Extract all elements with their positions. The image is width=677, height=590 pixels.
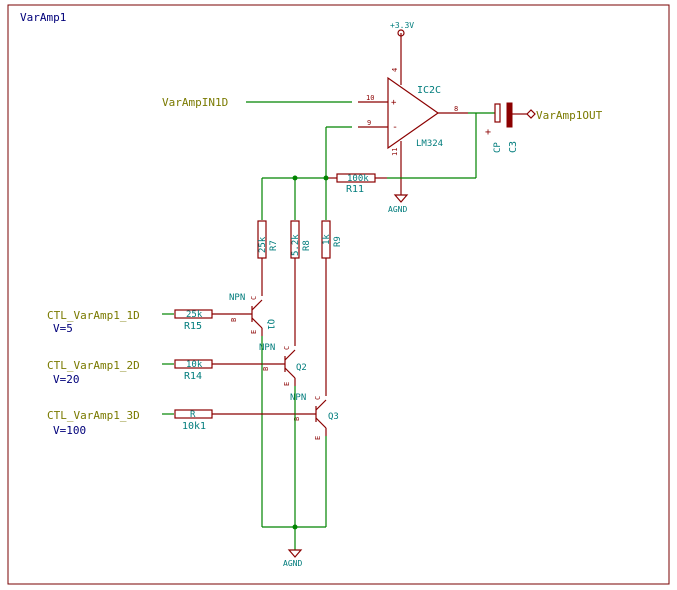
svg-text:C: C [283, 346, 291, 350]
svg-text:R7: R7 [269, 240, 279, 251]
svg-text:+: + [391, 98, 397, 108]
opamp-value: LM324 [416, 139, 443, 149]
agnd-symbol-bottom: AGND [283, 549, 302, 568]
svg-text:1k: 1k [322, 234, 332, 245]
svg-text:R11: R11 [346, 184, 364, 195]
svg-text:R14: R14 [184, 371, 202, 382]
agnd-symbol-top: AGND [388, 170, 409, 214]
svg-text:CTL_VarAmp1_3D: CTL_VarAmp1_3D [47, 409, 140, 422]
resistor-r14[interactable]: 10k R14 [174, 359, 262, 382]
svg-text:11: 11 [391, 148, 399, 156]
svg-text:10k: 10k [186, 360, 203, 370]
transistor-q2[interactable]: NPN Q2 B C E [259, 343, 307, 386]
svg-text:25k: 25k [258, 236, 268, 253]
svg-text:8: 8 [454, 105, 458, 113]
svg-text:B: B [230, 318, 238, 322]
label-varampin1d[interactable]: VarAmpIN1D [162, 96, 352, 109]
transistor-q1[interactable]: NPN Q1 B C E [229, 293, 275, 336]
resistor-r7[interactable]: 25k R7 [257, 220, 279, 259]
svg-text:NPN: NPN [259, 343, 275, 353]
svg-text:C3: C3 [508, 141, 519, 153]
svg-text:R8: R8 [302, 240, 312, 251]
svg-text:10: 10 [366, 94, 374, 102]
svg-text:Q2: Q2 [296, 363, 307, 373]
label-ctl3[interactable]: CTL_VarAmp1_3D [47, 409, 174, 422]
svg-text:100k: 100k [347, 174, 369, 184]
svg-text:CTL_VarAmp1_1D: CTL_VarAmp1_1D [47, 309, 140, 322]
resistor-r8[interactable]: 5.2k R8 [290, 220, 312, 259]
svg-text:CP: CP [493, 142, 503, 153]
sheet-frame [7, 4, 670, 585]
svg-text:R15: R15 [184, 321, 202, 332]
svg-text:4: 4 [391, 68, 399, 72]
opamp-ic2c[interactable]: + - 10 9 8 4 11 IC2C LM324 [358, 57, 468, 170]
svg-text:9: 9 [367, 119, 371, 127]
svg-text:Q3: Q3 [328, 412, 339, 422]
resistor-r11[interactable]: 100k R11 [326, 173, 387, 195]
svg-text:NPN: NPN [290, 393, 306, 403]
resistor-r9[interactable]: 1k R9 [321, 220, 343, 259]
label-varamp1out[interactable]: VarAmp1OUT [526, 109, 603, 122]
resistor-r15[interactable]: 25k R15 [174, 309, 230, 332]
vcc-symbol: +3.3V [390, 21, 414, 57]
svg-text:+3.3V: +3.3V [390, 21, 414, 30]
transistor-q3[interactable]: NPN Q3 B C E [290, 393, 339, 440]
gain-note-1: V=5 [53, 322, 73, 335]
capacitor-c3[interactable]: + CP C3 [485, 102, 527, 153]
svg-text:E: E [250, 330, 258, 334]
svg-text:VarAmp1OUT: VarAmp1OUT [536, 109, 603, 122]
resistor-r13[interactable]: R 10k1 [174, 409, 295, 432]
svg-text:R: R [190, 410, 196, 420]
svg-text:CTL_VarAmp1_2D: CTL_VarAmp1_2D [47, 359, 140, 372]
svg-text:VarAmpIN1D: VarAmpIN1D [162, 96, 228, 109]
svg-text:R9: R9 [333, 236, 343, 247]
svg-text:AGND: AGND [388, 205, 407, 214]
label-ctl2[interactable]: CTL_VarAmp1_2D [47, 359, 174, 372]
svg-text:Q1: Q1 [265, 319, 275, 330]
svg-text:E: E [314, 436, 322, 440]
gain-note-2: V=20 [53, 373, 80, 386]
svg-text:+: + [485, 127, 491, 138]
svg-text:C: C [314, 396, 322, 400]
svg-text:25k: 25k [186, 310, 203, 320]
svg-text:10k1: 10k1 [182, 421, 206, 432]
svg-text:5.2k: 5.2k [291, 234, 301, 256]
svg-text:-: - [392, 122, 398, 133]
sheet-title: VarAmp1 [20, 11, 66, 24]
svg-text:C: C [250, 296, 258, 300]
label-ctl1[interactable]: CTL_VarAmp1_1D [47, 309, 174, 322]
gain-note-3: V=100 [53, 424, 86, 437]
svg-text:B: B [262, 367, 270, 371]
opamp-ref: IC2C [417, 85, 441, 96]
svg-text:NPN: NPN [229, 293, 245, 303]
svg-text:AGND: AGND [283, 559, 302, 568]
svg-text:E: E [283, 382, 291, 386]
svg-text:B: B [293, 417, 301, 421]
